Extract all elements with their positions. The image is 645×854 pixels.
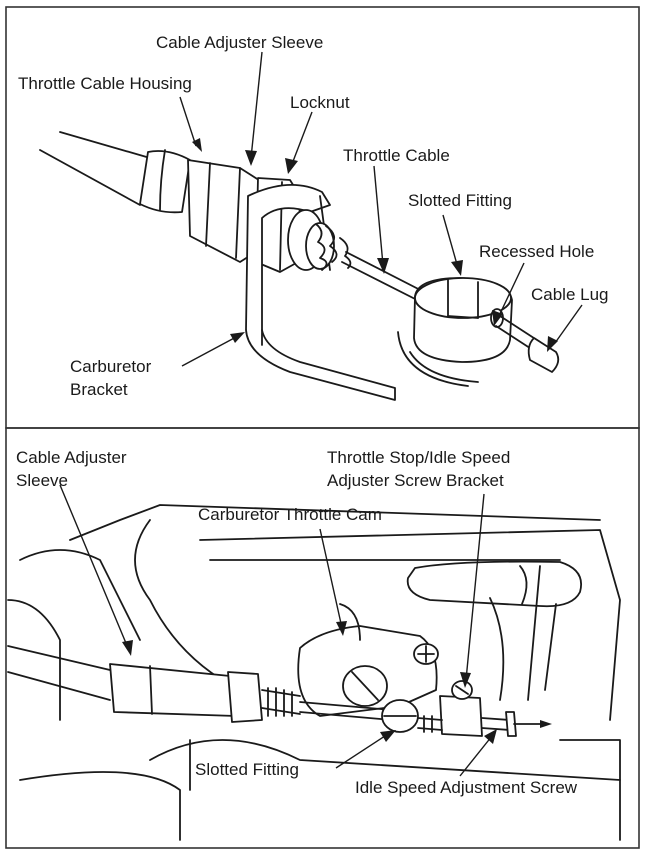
throttle-cable-housing-drawing (39, 131, 191, 214)
label-bottom-cable-adjuster-sleeve-line2: Sleeve (16, 471, 68, 490)
bottom-illustration (7, 504, 621, 841)
label-bottom-cable-adjuster-sleeve-line1: Cable Adjuster (16, 448, 127, 467)
label-carburetor-bracket-line1: Carburetor (70, 357, 152, 376)
label-carburetor-throttle-cam: Carburetor Throttle Cam (198, 505, 382, 524)
label-throttle-stop-line1: Throttle Stop/Idle Speed (327, 448, 511, 467)
label-carburetor-bracket-line2: Bracket (70, 380, 128, 399)
label-throttle-cable: Throttle Cable (343, 146, 450, 165)
label-bottom-slotted-fitting: Slotted Fitting (195, 760, 299, 779)
label-locknut: Locknut (290, 93, 350, 112)
cable-adjuster-sleeve-drawing (187, 159, 263, 263)
label-recessed-hole: Recessed Hole (479, 242, 595, 261)
label-cable-adjuster-sleeve: Cable Adjuster Sleeve (156, 33, 324, 52)
choke-lever-drawing (406, 560, 582, 608)
carburetor-body-arc (397, 331, 469, 387)
label-idle-speed-adjustment-screw: Idle Speed Adjustment Screw (355, 778, 578, 797)
label-throttle-stop-bracket: Throttle Stop/Idle Speed Adjuster Screw … (327, 446, 510, 492)
label-throttle-stop-line2: Adjuster Screw Bracket (327, 471, 504, 490)
label-slotted-fitting: Slotted Fitting (408, 191, 512, 210)
label-carburetor-bracket: Carburetor Bracket (70, 355, 151, 401)
threaded-sleeve-drawing (287, 209, 352, 271)
engine-housing-left (134, 519, 241, 691)
top-illustration (39, 131, 560, 401)
adjuster-bracket-drawing (417, 680, 552, 737)
cable-lug-drawing (495, 315, 560, 373)
bottom-leader-lines (59, 484, 497, 777)
bottom-panel-frame (5, 427, 640, 849)
label-bottom-cable-adjuster-sleeve: Cable Adjuster Sleeve (16, 446, 127, 492)
bottom-cable-sleeve-drawing (7, 645, 301, 723)
top-leader-lines (179, 51, 583, 367)
label-throttle-cable-housing: Throttle Cable Housing (18, 74, 192, 93)
label-cable-lug: Cable Lug (531, 285, 609, 304)
